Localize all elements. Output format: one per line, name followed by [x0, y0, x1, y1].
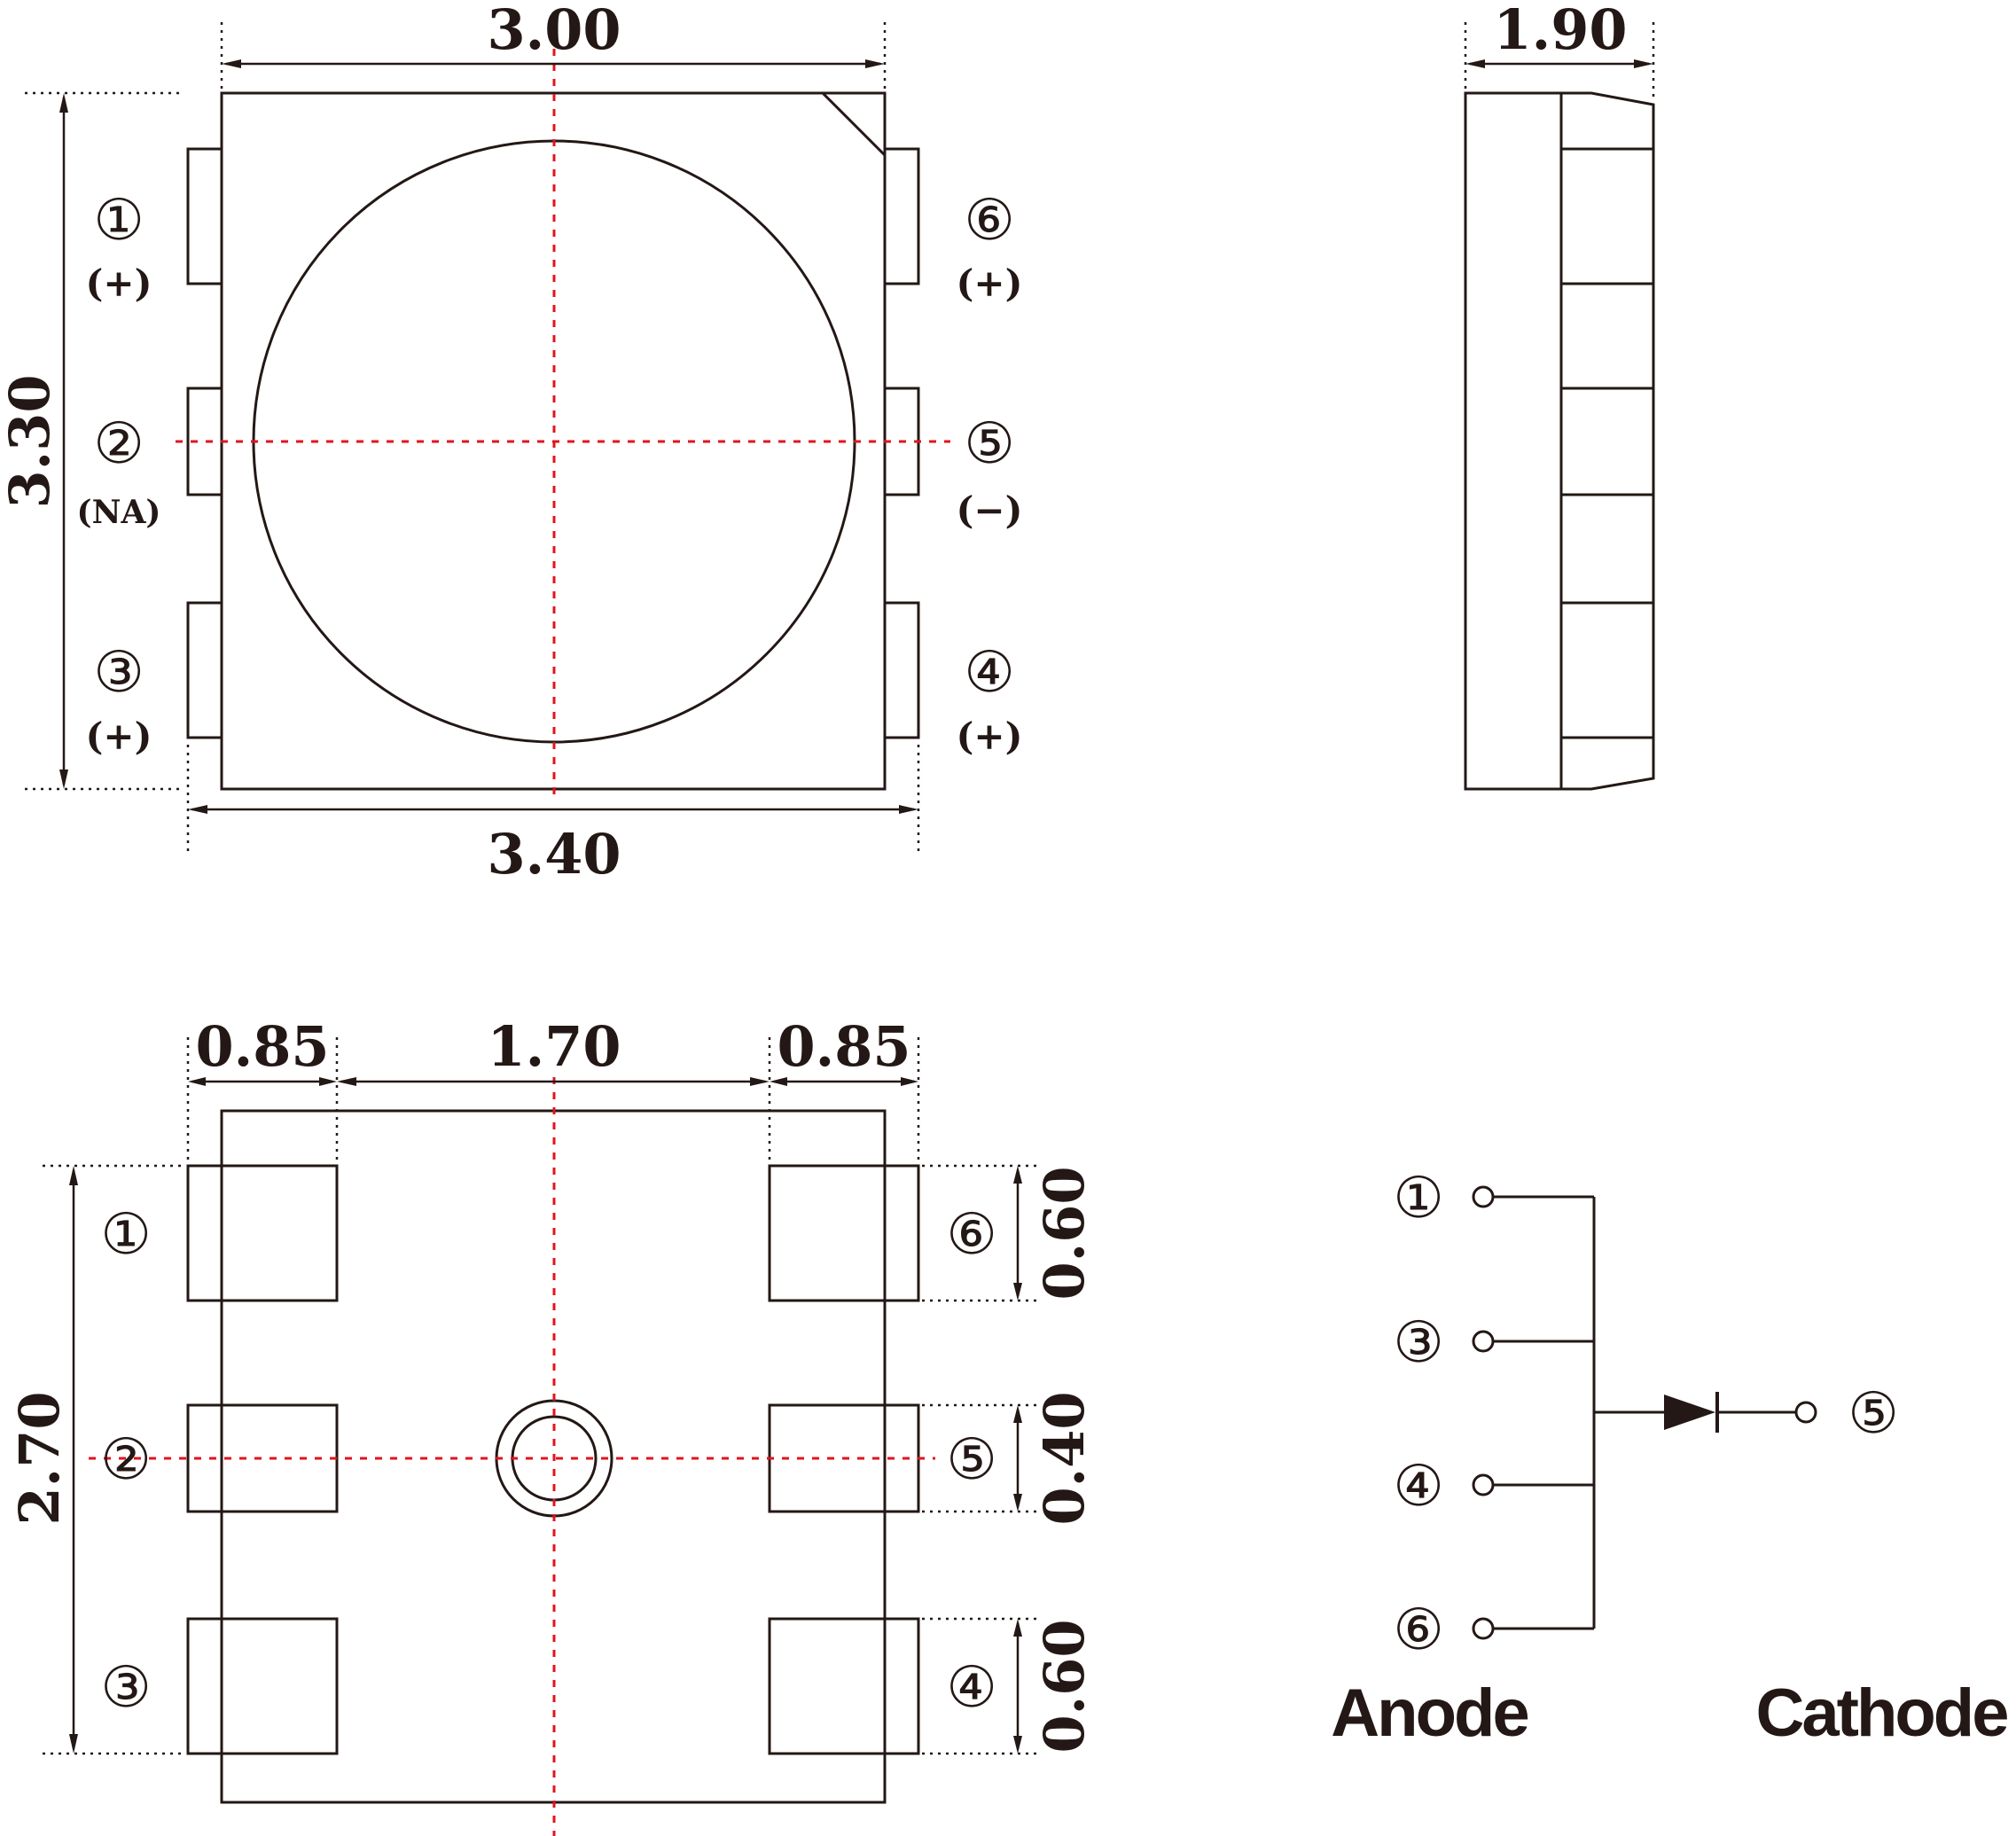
- arrowhead: [1013, 1494, 1022, 1512]
- arrowhead: [899, 805, 918, 814]
- fp-pin-4-label: ④: [946, 1655, 996, 1721]
- pad-1: [186, 1164, 339, 1302]
- dimension-text: 2.70: [7, 1391, 72, 1525]
- fp-pin-5-label: ⑤: [946, 1427, 996, 1493]
- polarity-corner-mark: [819, 91, 887, 159]
- dimension-text: 1.70: [487, 1014, 621, 1079]
- pin-6-polarity: (+): [957, 262, 1023, 305]
- arrowhead: [59, 770, 68, 789]
- arrowhead: [1634, 59, 1653, 68]
- pin-1-polarity: (+): [86, 262, 152, 305]
- lead-6: [883, 147, 920, 285]
- fp-pin-6-label: ⑥: [946, 1202, 996, 1268]
- arrowhead: [188, 1077, 206, 1086]
- arrowhead: [319, 1077, 337, 1086]
- diode-icon: [1664, 1395, 1715, 1430]
- side-body: [1464, 91, 1563, 791]
- dimension-text: 0.60: [1032, 1166, 1097, 1300]
- footprint-view: 0.85 1.70 0.85 2.70 0.60 0.40 0.60 ① ② ③: [7, 1014, 1097, 1836]
- dimension-text: 0.60: [1032, 1619, 1097, 1753]
- circuit-schematic: ① ③ ④ ⑥ ⑤ Anode Cathode: [1331, 1166, 2010, 1751]
- sch-pin-4-label: ④: [1393, 1454, 1443, 1520]
- dimension-text: 3.30: [0, 374, 62, 508]
- fp-pin-1-label: ①: [100, 1202, 151, 1268]
- pin-6-label: ⑥: [964, 188, 1014, 254]
- side-view: 1.90: [1464, 0, 1655, 791]
- dimension-text: 3.40: [487, 822, 621, 887]
- arrowhead: [337, 1077, 356, 1086]
- arrowhead: [59, 93, 68, 113]
- arrowhead: [1013, 1736, 1022, 1754]
- side-lead-profile: [1561, 91, 1655, 791]
- arrowhead: [188, 805, 207, 814]
- pin-3-polarity: (+): [86, 715, 152, 758]
- terminal-circle: [1472, 1185, 1495, 1208]
- dimension-text: 1.90: [1493, 0, 1627, 62]
- terminal-circle: [1794, 1401, 1817, 1424]
- terminal-circle: [1472, 1617, 1495, 1640]
- terminal-circle: [1472, 1473, 1495, 1496]
- cathode-label: Cathode: [1756, 1676, 2008, 1751]
- arrowhead: [69, 1734, 78, 1754]
- fp-pin-2-label: ②: [100, 1427, 151, 1493]
- dimension-text: 0.40: [1032, 1391, 1097, 1525]
- sch-pin-3-label: ③: [1393, 1310, 1443, 1376]
- pad-3: [186, 1617, 339, 1755]
- pin-4-label: ④: [964, 640, 1014, 706]
- lead-3: [186, 601, 223, 739]
- anode-label: Anode: [1331, 1676, 1528, 1751]
- fp-pin-3-label: ③: [100, 1655, 151, 1721]
- arrowhead: [865, 59, 885, 68]
- sch-pin-5-label: ⑤: [1848, 1381, 1898, 1447]
- arrowhead: [69, 1166, 78, 1185]
- side-lead-hatch: [1559, 387, 1655, 496]
- arrowhead: [1013, 1283, 1022, 1301]
- pad-3-bg: [186, 1617, 339, 1755]
- pin-5-polarity: (−): [957, 488, 1023, 532]
- pin-1-label: ①: [93, 188, 144, 254]
- dimension-text: 3.00: [487, 0, 621, 62]
- pin-3-label: ③: [93, 640, 144, 706]
- arrowhead: [901, 1077, 918, 1086]
- pad-4-bg: [768, 1617, 920, 1755]
- lead-4: [883, 601, 920, 739]
- sch-pin-1-label: ①: [1393, 1166, 1443, 1231]
- pad-6-bg: [768, 1164, 920, 1302]
- arrowhead: [1013, 1166, 1022, 1184]
- pad-1-bg: [186, 1164, 339, 1302]
- pin-2-label: ②: [93, 411, 144, 477]
- pin-4-polarity: (+): [957, 715, 1023, 758]
- sch-pin-6-label: ⑥: [1393, 1598, 1443, 1663]
- pin-2-polarity: (NA): [77, 494, 161, 531]
- side-lead-hatch: [1559, 601, 1655, 739]
- lead-1: [186, 147, 223, 285]
- top-view: 3.00 3.30 3.40 ① (+) ② (NA) ③ (+) ⑥ (+) …: [0, 0, 1022, 887]
- pad-4: [768, 1617, 920, 1755]
- pad-6: [768, 1164, 920, 1302]
- arrowhead: [770, 1077, 787, 1086]
- arrowhead: [750, 1077, 770, 1086]
- arrowhead: [1465, 59, 1485, 68]
- pin-5-label: ⑤: [964, 411, 1014, 477]
- arrowhead: [222, 59, 241, 68]
- terminal-circle: [1472, 1330, 1495, 1353]
- side-lead-hatch: [1559, 147, 1655, 285]
- dimension-text: 0.85: [195, 1014, 329, 1079]
- arrowhead: [1013, 1405, 1022, 1423]
- arrowhead: [1013, 1619, 1022, 1637]
- dimension-text: 0.85: [777, 1014, 910, 1079]
